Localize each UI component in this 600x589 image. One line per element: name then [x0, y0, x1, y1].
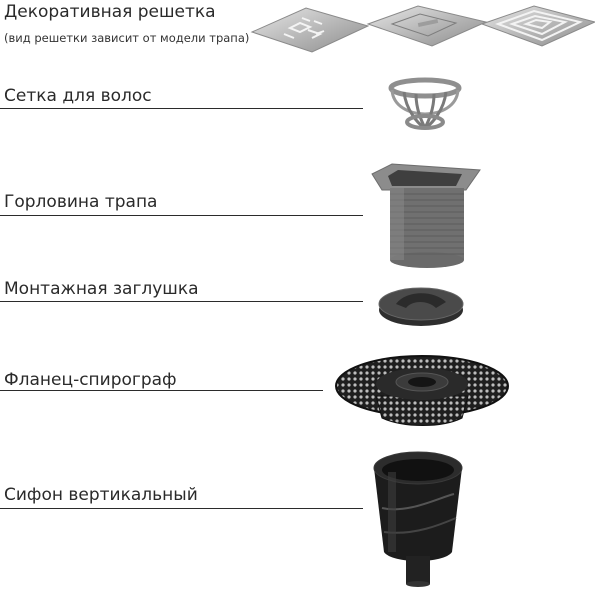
part-label-grate: Декоративная решетка [4, 2, 216, 22]
divider-line [0, 215, 363, 216]
part-label-neck: Горловина трапа [4, 192, 158, 212]
hair-strainer-icon [384, 74, 466, 142]
mounting-plug-icon [376, 282, 466, 328]
part-label-plug: Монтажная заглушка [4, 279, 199, 299]
part-label-siphon: Сифон вертикальный [4, 485, 198, 505]
spirograph-flange-icon [334, 346, 510, 430]
divider-line [0, 301, 363, 302]
part-note-grate: (вид решетки зависит от модели трапа) [4, 31, 250, 45]
part-label-strainer: Сетка для волос [4, 86, 152, 106]
drain-neck-icon [370, 160, 482, 272]
divider-line [0, 108, 363, 109]
divider-line [0, 508, 363, 509]
vertical-siphon-icon [368, 448, 468, 588]
decorative-grate-icon [250, 4, 595, 54]
divider-line [0, 390, 323, 391]
part-label-flange: Фланец-спирограф [4, 370, 177, 390]
